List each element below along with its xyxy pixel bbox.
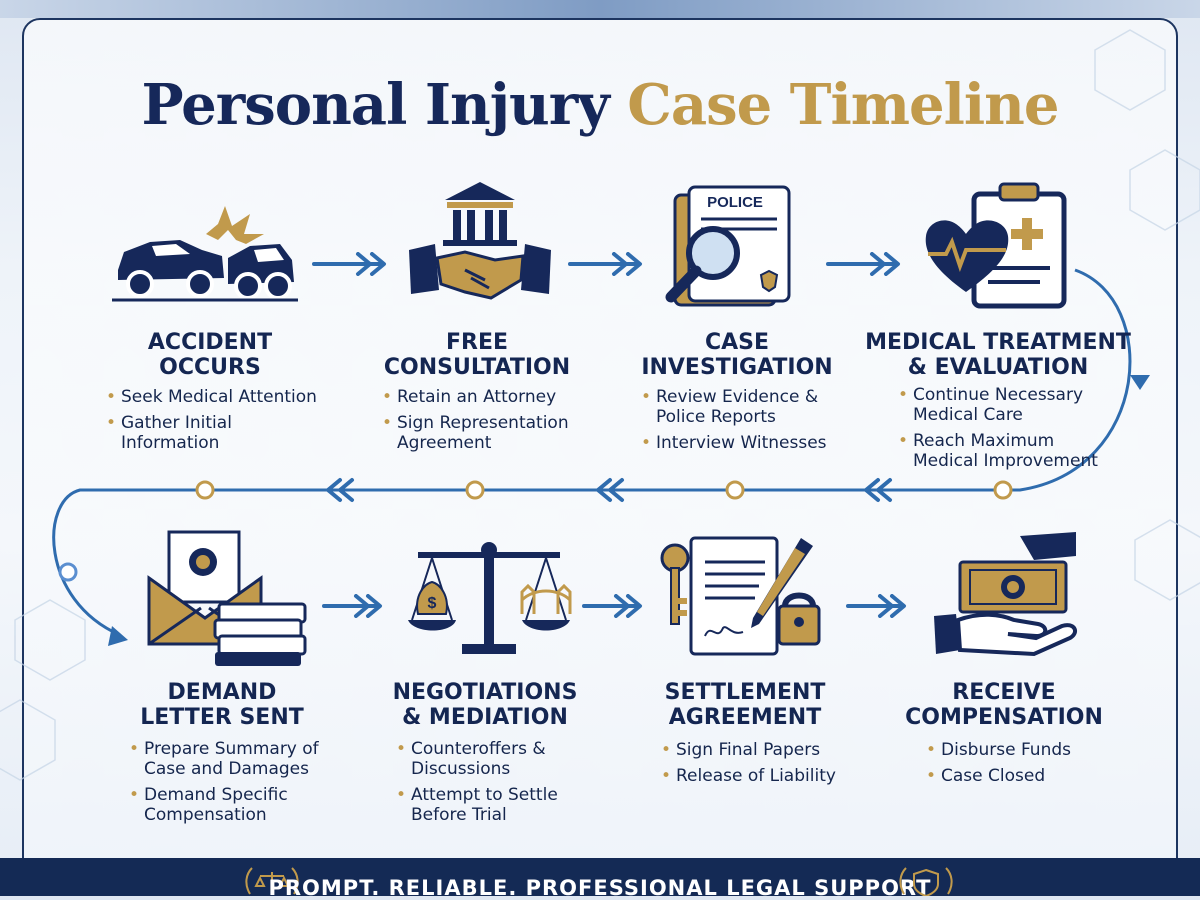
list-item: Seek Medical Attention <box>106 387 317 407</box>
step2-bullets: Retain an Attorney Sign RepresentationAg… <box>382 387 569 459</box>
heart-clipboard-icon <box>925 182 1067 309</box>
step8-bullets: Disburse Funds Case Closed <box>926 740 1071 792</box>
contract-pen-lock-icon <box>660 536 821 656</box>
list-item: Disburse Funds <box>926 740 1071 760</box>
step8-label: RECEIVE COMPENSATION <box>905 680 1103 730</box>
arrow-step3-to-step4 <box>826 252 900 276</box>
list-item: Interview Witnesses <box>641 433 827 453</box>
step8-label-line1: RECEIVE <box>952 680 1056 705</box>
step2-label-line2: CONSULTATION <box>383 355 571 380</box>
step7-bullets: Sign Final Papers Release of Liability <box>661 740 836 792</box>
arrow-step6-to-step7 <box>582 594 642 618</box>
page-title: Personal Injury Case Timeline <box>0 72 1200 138</box>
step4-label: MEDICAL TREATMENT & EVALUATION <box>865 330 1131 380</box>
arrow-step5-to-step6 <box>322 594 382 618</box>
step1-bullets: Seek Medical Attention Gather InitialInf… <box>106 387 317 459</box>
top-accent-band <box>0 0 1200 18</box>
list-item: Counteroffers &Discussions <box>396 739 558 779</box>
svg-text:$: $ <box>428 595 437 612</box>
step5-label: DEMAND LETTER SENT <box>140 680 304 730</box>
step1-label: ACCIDENT OCCURS <box>148 330 272 380</box>
step2-label-line1: FREE <box>445 330 509 355</box>
step3-label-line1: CASE <box>704 330 770 355</box>
step6-label-line1: NEGOTIATIONS <box>392 680 578 705</box>
back-arrows <box>326 478 892 502</box>
step5-label-line2: LETTER SENT <box>140 705 304 730</box>
shield-icon <box>899 867 953 896</box>
scales-bridge-icon: $ <box>408 542 572 654</box>
step6-label-line2: & MEDIATION <box>402 705 568 730</box>
step7-label-line1: SETTLEMENT <box>664 680 826 705</box>
step6-bullets: Counteroffers &Discussions Attempt to Se… <box>396 739 558 831</box>
step3-label-line2: INVESTIGATION <box>641 355 833 380</box>
step3-label: CASE INVESTIGATION <box>641 330 832 380</box>
list-item: Retain an Attorney <box>382 387 569 407</box>
step1-label-line2: OCCURS <box>159 355 261 380</box>
arrow-step7-to-step8 <box>846 594 906 618</box>
arrow-step1-to-step2 <box>312 252 386 276</box>
handshake-courthouse-icon <box>409 182 551 300</box>
footer-tagline: PROMPT. RELIABLE. PROFESSIONAL LEGAL SUP… <box>268 876 932 900</box>
list-item: Sign Final Papers <box>661 740 836 760</box>
list-item: Review Evidence &Police Reports <box>641 387 827 427</box>
footer-band <box>0 858 1200 896</box>
title-part-gold: Case Timeline <box>627 72 1059 138</box>
step2-label: FREE CONSULTATION <box>384 330 570 380</box>
step7-label-line2: AGREEMENT <box>668 705 822 730</box>
title-part-navy: Personal Injury <box>141 72 609 138</box>
step4-label-line1: MEDICAL TREATMENT <box>865 330 1131 355</box>
car-crash-icon <box>112 206 298 302</box>
police-report-magnifier-icon: POLICE <box>665 185 791 307</box>
svg-text:POLICE: POLICE <box>707 194 763 211</box>
step3-bullets: Review Evidence &Police Reports Intervie… <box>641 387 827 459</box>
step4-label-line2: & EVALUATION <box>907 355 1089 380</box>
envelope-money-icon <box>147 530 307 666</box>
connector-nodes <box>195 480 1013 500</box>
step5-label-line1: DEMAND <box>167 680 277 705</box>
step7-label: SETTLEMENT AGREEMENT <box>665 680 826 730</box>
hand-cash-icon <box>934 532 1078 657</box>
arrow-step2-to-step3 <box>568 252 642 276</box>
scales-of-justice-icon <box>245 867 299 895</box>
list-item: Case Closed <box>926 766 1071 786</box>
step6-label: NEGOTIATIONS & MEDIATION <box>393 680 578 730</box>
step1-label-line1: ACCIDENT <box>147 330 273 355</box>
list-item: Release of Liability <box>661 766 836 786</box>
step8-label-line2: COMPENSATION <box>905 705 1103 730</box>
